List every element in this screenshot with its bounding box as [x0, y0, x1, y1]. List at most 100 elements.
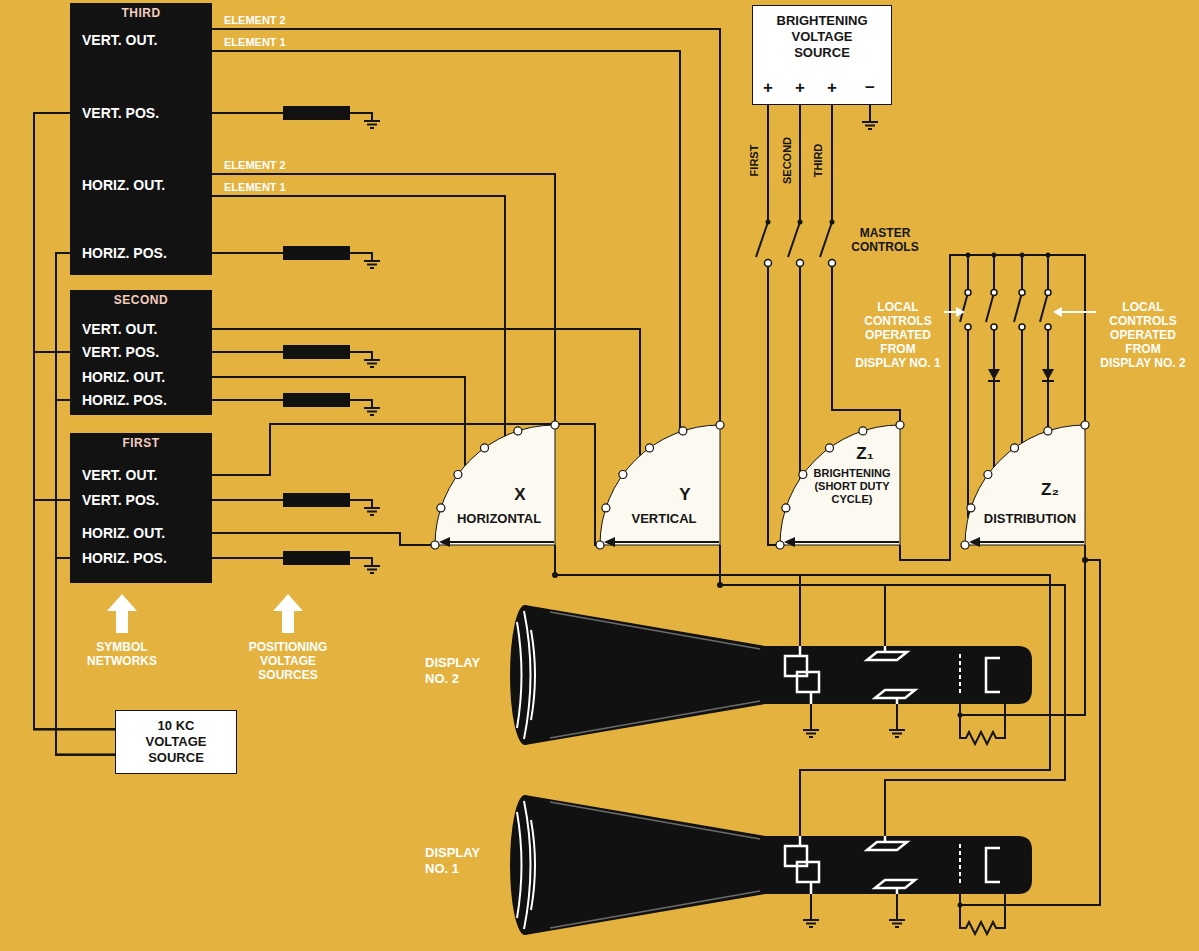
pointer-arrow [107, 307, 1096, 633]
wire [720, 545, 885, 600]
master-switch [820, 222, 832, 257]
quadrant-switch [619, 471, 627, 479]
switch-label: DISTRIBUTION [977, 511, 1083, 527]
crt-tube [550, 612, 760, 738]
crt-tube [800, 646, 897, 704]
master-switch [756, 220, 836, 267]
master-switch [798, 220, 803, 225]
quadrant-switch [437, 504, 445, 512]
terminal-label: VERT. OUT. [82, 467, 210, 483]
diode-symbol [988, 369, 1054, 381]
local-control-switch [1021, 255, 1023, 443]
master-switch [766, 220, 835, 225]
ground-symbol [364, 360, 380, 367]
quadrant-switch [776, 421, 904, 549]
crt-tube [803, 730, 819, 737]
crt-tube [510, 605, 540, 745]
local-control-switch [965, 324, 971, 330]
wire [212, 51, 680, 432]
crt-tube [800, 836, 897, 894]
crt-tube [797, 862, 819, 882]
terminal-label: VERT. POS. [82, 492, 210, 508]
ground-symbol [364, 121, 380, 128]
crt-tube [517, 611, 535, 739]
wire-label: ELEMENT 2 [222, 159, 288, 172]
master-switch [765, 260, 836, 267]
junction-dot [552, 572, 558, 578]
callout-label: LOCAL CONTROLS OPERATED FROM DISPLAY NO.… [855, 300, 941, 370]
wire [212, 196, 505, 436]
selector-switch: XHORIZONTAL [435, 425, 555, 545]
quadrant-switch [782, 504, 790, 512]
quadrant-switch [799, 471, 807, 479]
crt-tube [525, 795, 765, 935]
resistor-symbol [283, 493, 350, 507]
quadrant-switch [780, 425, 900, 545]
callout-label: MASTER CONTROLS [845, 226, 925, 254]
quadrant-switch [551, 421, 559, 429]
master-switch [830, 220, 835, 225]
local-control-switch [965, 290, 971, 296]
quadrant-switch [859, 427, 867, 435]
junction-dot [992, 253, 997, 258]
crt-tube [799, 600, 801, 646]
pointer-arrow [944, 311, 957, 313]
wire-label: ELEMENT 1 [222, 36, 288, 49]
resistor-symbol [283, 246, 350, 260]
resistor-lead [212, 113, 372, 566]
quadrant-switch [481, 444, 489, 452]
symbol-network-box: SECONDVERT. OUT.VERT. POS.HORIZ. OUT.HOR… [70, 290, 212, 415]
box-label: 10 KC VOLTAGE SOURCE [126, 718, 226, 766]
master-switch [788, 222, 800, 257]
crt-tube [959, 844, 961, 886]
quadrant-switch [431, 541, 439, 549]
master-switch [797, 260, 804, 267]
wire-label: FIRST [748, 142, 761, 178]
quadrant-switch [679, 427, 687, 435]
display-label: DISPLAY NO. 1 [425, 845, 503, 877]
box-label: BRIGHTENING VOLTAGE SOURCE [772, 13, 872, 61]
ground-symbol [862, 122, 878, 129]
crt-tube [986, 848, 1000, 882]
local-control-switch [993, 255, 995, 467]
terminal-label: HORIZ. OUT. [82, 177, 210, 193]
network-heading: THIRD [70, 5, 212, 21]
callout-label: POSITIONING VOLTAGE SOURCES [232, 640, 344, 682]
crt-tube [884, 600, 886, 646]
crt-tube [763, 646, 1032, 704]
crt-tube [524, 611, 531, 739]
resistor-symbol [283, 551, 350, 565]
master-switch [829, 260, 836, 267]
selector-switch: YVERTICAL [600, 425, 720, 545]
quadrant-switch [896, 421, 904, 429]
crt-tube [884, 790, 886, 836]
local-control-switch [1045, 324, 1051, 330]
callout-label: SYMBOL NETWORKS [82, 640, 162, 668]
selector-switch: Z₁BRIGHTENING (SHORT DUTY CYCLE) [780, 425, 900, 545]
master-switch [756, 222, 768, 257]
quadrant-switch [961, 541, 969, 549]
crt-tube [531, 820, 535, 910]
crt-tube [896, 894, 898, 920]
quadrant-switch [604, 537, 615, 547]
switch-letter: Z₁ [840, 445, 890, 463]
pointer-arrow [273, 594, 303, 633]
quadrant-switch [596, 421, 724, 549]
crt-tube [797, 672, 819, 692]
crt-tube [960, 704, 1035, 744]
junction-dot [1020, 253, 1025, 258]
quadrant-switch [967, 504, 975, 512]
local-control-switch [965, 290, 1051, 331]
pointer-arrow [107, 594, 137, 633]
quadrant-switch [1081, 421, 1089, 429]
quadrant-switch [1011, 444, 1019, 452]
polarity-sign: + [794, 78, 806, 98]
quadrant-switch [646, 444, 654, 452]
crt-tube [959, 654, 961, 696]
junction-dot [552, 253, 1088, 589]
wire-label: THIRD [812, 141, 825, 179]
terminal-label: HORIZ. POS. [82, 392, 210, 408]
junction-dot [1046, 253, 1051, 258]
junction-dot [966, 253, 971, 258]
